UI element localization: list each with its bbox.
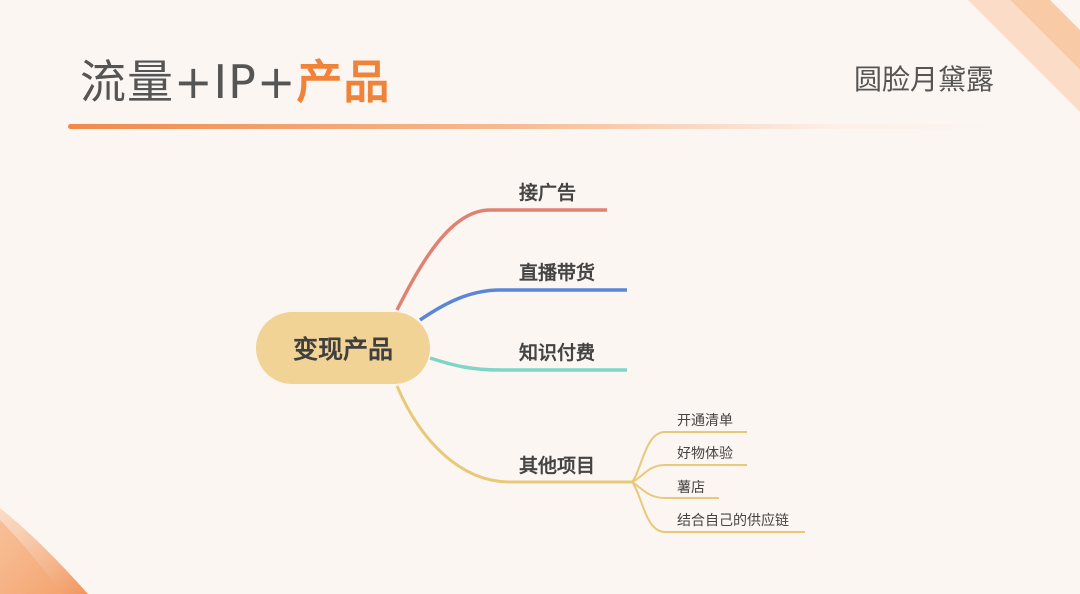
title-accent: 产品: [296, 55, 391, 109]
connector-sub-3: [631, 481, 719, 499]
author-name: 圆脸月黛露: [853, 63, 994, 96]
branch-livestream: 直播带货: [519, 262, 596, 284]
sub-item-review: 好物体验: [677, 446, 733, 462]
corner-band-light: [968, 0, 1080, 112]
mindmap-root-node: 变现产品: [256, 312, 430, 384]
connector-sub-1: [631, 431, 747, 483]
connector-other: [395, 385, 632, 484]
sub-item-supply-chain: 结合自己的供应链: [677, 513, 789, 529]
connector-ads: [395, 208, 607, 311]
connector-livestream: [419, 288, 627, 322]
branch-knowledge: 知识付费: [519, 342, 596, 364]
connector-sub-2: [631, 464, 747, 483]
corner-wedge-light: [0, 520, 62, 594]
connector-sub-4: [631, 481, 805, 533]
title-main: 流量+IP+: [80, 55, 297, 109]
slide-title: 流量+IP+产品: [80, 52, 390, 112]
sub-item-shop: 薯店: [677, 480, 705, 496]
sub-item-list: 开通清单: [677, 413, 733, 429]
corner-band: [1010, 0, 1080, 70]
branch-ads: 接广告: [519, 182, 577, 204]
branch-other: 其他项目: [519, 455, 596, 477]
connector-knowledge: [429, 356, 627, 372]
title-divider: [68, 124, 1028, 129]
